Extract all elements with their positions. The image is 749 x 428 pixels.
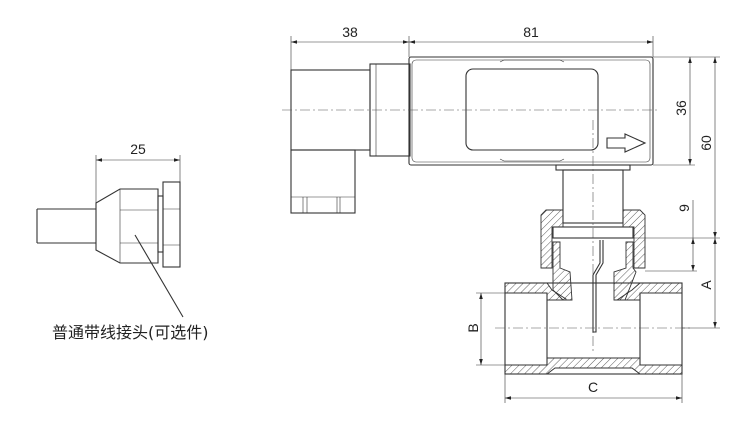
plug-connector [290, 63, 411, 214]
flow-arrow-icon [606, 133, 647, 153]
leader-line [134, 234, 184, 318]
cable-gland-note: 普通带线接头(可选件) [52, 323, 209, 342]
dim-c: C [504, 374, 683, 403]
dim-9: 9 [575, 200, 720, 272]
dim-label-60: 60 [698, 135, 714, 151]
dim-81: 81 [409, 24, 654, 57]
dim-label-25: 25 [130, 141, 146, 157]
dim-a: A [682, 238, 720, 329]
switch-body [408, 56, 654, 171]
dim-label-38: 38 [342, 24, 358, 40]
dim-60: 60 [698, 57, 717, 238]
dim-38: 38 [290, 24, 410, 70]
pipe-body [495, 282, 690, 375]
dim-label-a: A [698, 280, 714, 290]
dim-label-b: B [465, 323, 481, 332]
dim-label-81: 81 [523, 24, 539, 40]
dim-36: 36 [653, 56, 720, 166]
dim-label-c: C [588, 379, 598, 395]
dim-b: B [465, 292, 547, 366]
dim-25: 25 [95, 141, 181, 203]
dim-label-9: 9 [676, 204, 692, 212]
union-nut [540, 209, 646, 333]
dim-label-36: 36 [673, 100, 689, 116]
cable-gland [36, 181, 184, 318]
